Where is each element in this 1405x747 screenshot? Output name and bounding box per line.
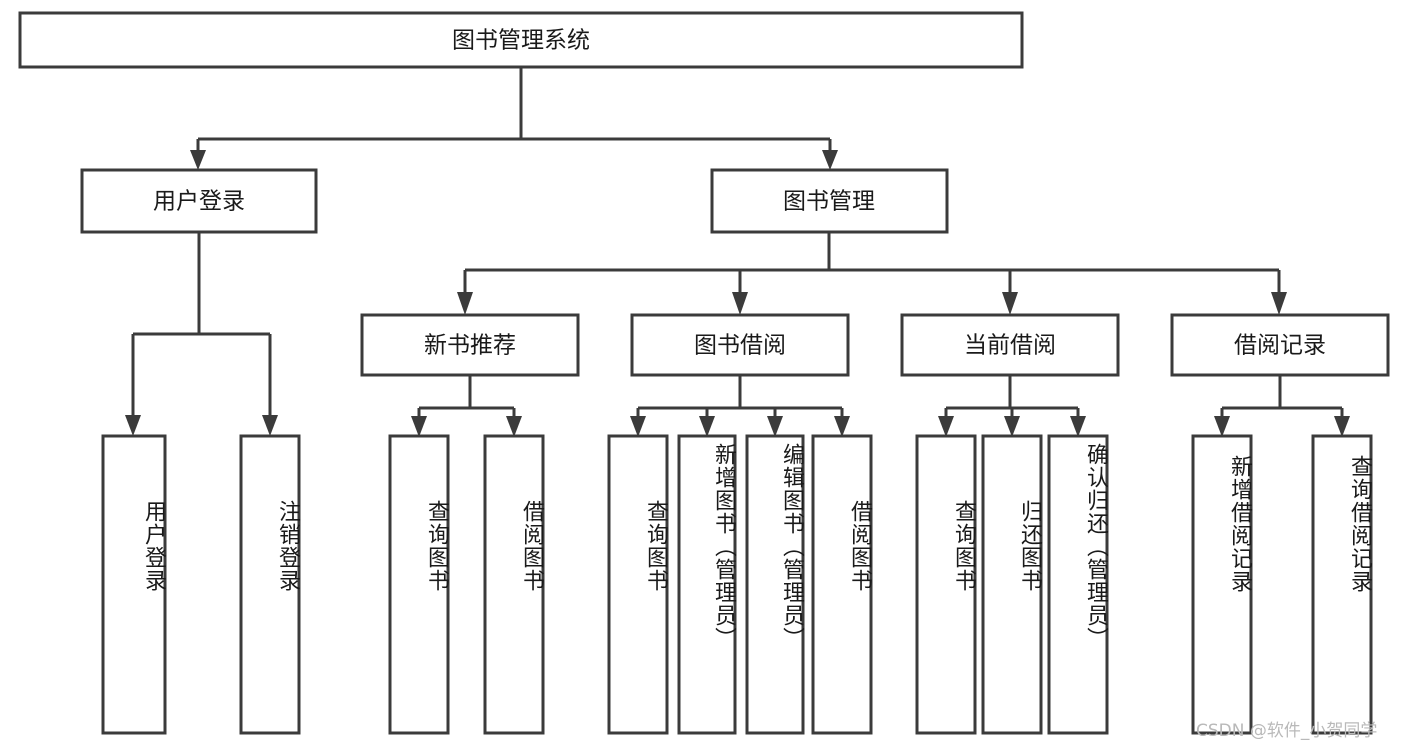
node-book-borrow[interactable]: 图书借阅	[630, 313, 850, 377]
leaf-query-book-2-rect[interactable]	[607, 434, 669, 735]
node-current-borrow-label: 当前借阅	[964, 333, 1056, 359]
connector-new-book-rec-to-leaves	[411, 375, 522, 437]
leaf-user-logout-rect[interactable]	[239, 434, 301, 735]
leaf-query-record-rect[interactable]	[1311, 434, 1373, 735]
leaf-add-book-rect[interactable]	[677, 434, 737, 735]
leaf-confirm-return-rect[interactable]	[1047, 434, 1109, 735]
connector-root-to-level2	[190, 67, 838, 170]
node-current-borrow-rect	[900, 313, 1120, 377]
node-new-book-rec[interactable]: 新书推荐	[360, 313, 580, 377]
connector-book-manage-to-level3	[457, 232, 1287, 315]
node-book-manage[interactable]: 图书管理	[710, 168, 949, 234]
node-book-borrow-label: 图书借阅	[694, 333, 786, 359]
leaf-user-login-rect[interactable]	[101, 434, 167, 735]
connector-book-borrow-to-leaves	[630, 375, 850, 437]
leaf-query-book-1-rect[interactable]	[388, 434, 450, 735]
node-user-login-rect	[80, 168, 318, 234]
leaf-return-book-rect[interactable]	[981, 434, 1043, 735]
leaf-query-book-3-rect[interactable]	[915, 434, 977, 735]
leaf-add-record-rect[interactable]	[1191, 434, 1253, 735]
node-current-borrow[interactable]: 当前借阅	[900, 313, 1120, 377]
node-book-manage-label: 图书管理	[783, 189, 875, 215]
connector-borrow-record-to-leaves	[1214, 375, 1350, 437]
connector-current-borrow-to-leaves	[938, 375, 1086, 437]
node-new-book-rec-label: 新书推荐	[424, 333, 516, 359]
node-borrow-record[interactable]: 借阅记录	[1170, 313, 1390, 377]
csdn-watermark: CSDN @软件_小贺同学	[1196, 721, 1378, 741]
leaf-borrow-book-1-rect[interactable]	[483, 434, 545, 735]
node-new-book-rec-rect	[360, 313, 580, 377]
connector-user-login-to-leaves	[125, 232, 278, 436]
node-borrow-record-label: 借阅记录	[1234, 333, 1326, 359]
node-root[interactable]: 图书管理系统	[18, 11, 1024, 69]
node-user-login-label: 用户登录	[153, 189, 245, 215]
leaf-edit-book-rect[interactable]	[745, 434, 805, 735]
node-root-label: 图书管理系统	[452, 28, 590, 54]
node-user-login[interactable]: 用户登录	[80, 168, 318, 234]
node-root-rect	[18, 11, 1024, 69]
leaf-borrow-book-2-rect[interactable]	[811, 434, 873, 735]
